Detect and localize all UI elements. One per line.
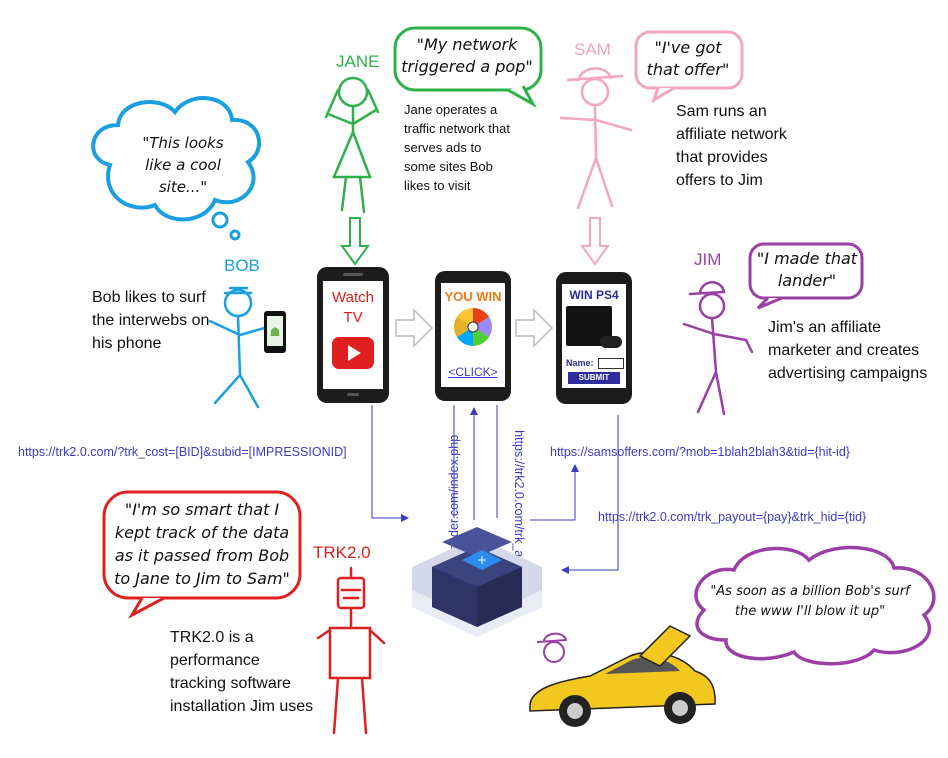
trk-speech-bubble: [102, 490, 302, 619]
bob-figure: ☗: [208, 286, 286, 409]
sam-quote: "I've got that offer": [646, 38, 730, 79]
jim-figure: [682, 281, 754, 416]
url-samsoffers: https://samsoffers.com/?mob=1blah2blah3&…: [550, 445, 850, 459]
trk-robot-figure: [316, 566, 386, 735]
play-button-icon[interactable]: [332, 337, 374, 369]
bob-name: BOB: [224, 256, 260, 275]
trk-quote: "I'm so smart that I kept track of the d…: [114, 500, 290, 588]
you-win-title: YOU WIN: [444, 289, 502, 304]
phone-watch-tv: Watch TV: [317, 267, 389, 403]
bob-quote: "This looks like a cool site...": [142, 134, 224, 196]
phone-win-ps4: WIN PS4 Name: SUBMIT: [556, 272, 632, 404]
sam-arrow-down: [580, 217, 610, 266]
svg-text:+: +: [477, 553, 487, 567]
jane-figure: [324, 76, 380, 214]
flow-arrow-2: [515, 308, 554, 348]
jim-driver-head: [537, 632, 568, 663]
watch-tv-line1: Watch: [332, 289, 374, 306]
lambo-quote: "As soon as a billion Bob's surf the www…: [710, 584, 910, 619]
trk-name: TRK2.0: [313, 543, 371, 562]
bob-thought-cloud: [91, 96, 262, 241]
jane-quote: "My network triggered a pop": [401, 35, 533, 76]
jane-name: JANE: [336, 52, 380, 71]
watch-tv-line2: TV: [343, 309, 363, 326]
prize-wheel-icon: [454, 308, 492, 346]
url-trk-cost: https://trk2.0.com/?trk_cost=[BID]&subid…: [18, 445, 347, 459]
name-input[interactable]: [598, 358, 624, 369]
controller-icon: [600, 336, 622, 348]
flow-arrow-1: [395, 308, 434, 348]
trk-description: TRK2.0 is a performance tracking softwar…: [170, 629, 314, 715]
sam-description: Sam runs an affiliate network that provi…: [676, 103, 787, 189]
win-ps4-title: WIN PS4: [569, 288, 619, 302]
url-trk-payout: https://trk2.0.com/trk_payout={pay}&trk_…: [598, 510, 867, 524]
svg-text:☗: ☗: [270, 325, 281, 339]
jim-name: JIM: [694, 250, 722, 269]
phone-you-win: YOU WIN <CLICK>: [435, 271, 511, 401]
jane-description: Jane operates a traffic network that ser…: [404, 102, 510, 193]
sports-car-icon: [529, 625, 716, 727]
sam-speech-bubble: [634, 30, 744, 104]
sam-figure: [559, 67, 633, 210]
server-stack-icon: +: [412, 527, 542, 637]
jim-speech-bubble: [748, 242, 864, 310]
jim-quote: "I made that lander": [756, 249, 858, 290]
submit-button[interactable]: SUBMIT: [568, 372, 620, 384]
sam-name: SAM: [574, 40, 611, 59]
click-link[interactable]: <CLICK>: [448, 365, 498, 379]
bob-description: Bob likes to surf the interwebs on his p…: [92, 289, 210, 352]
name-label: Name:: [566, 358, 594, 368]
lambo-thought-cloud: [694, 545, 936, 666]
jane-arrow-down: [340, 217, 370, 266]
jane-speech-bubble: [393, 26, 543, 108]
jim-description: Jim's an affiliate marketer and creates …: [768, 319, 928, 382]
